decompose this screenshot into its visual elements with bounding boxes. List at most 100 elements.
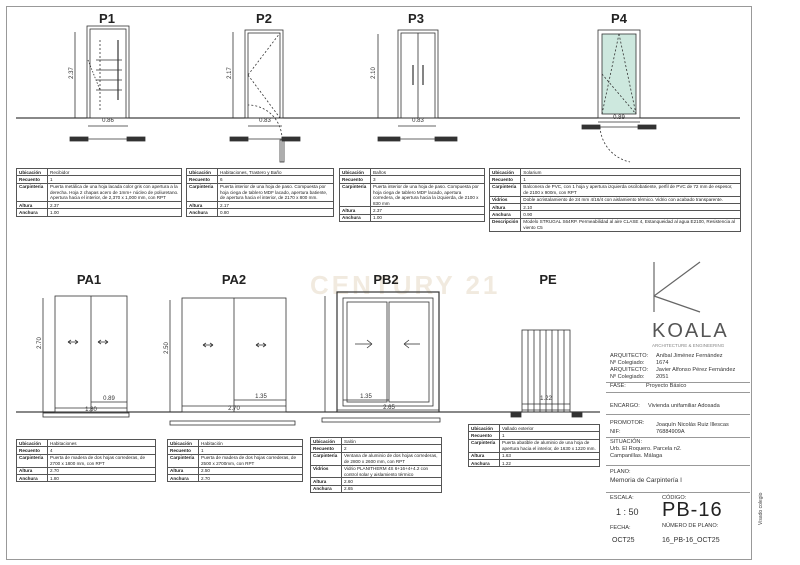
spec-key: Anchura xyxy=(468,459,500,468)
spec-value: 2.37 xyxy=(47,201,182,210)
spec-key: Altura xyxy=(16,201,48,210)
spec-value: 1.22 xyxy=(499,459,600,468)
colegiado-1-label: Nº Colegiado: xyxy=(610,360,645,366)
spec-key: Carpintería xyxy=(468,438,500,453)
spec-value: Habitación xyxy=(198,438,303,448)
spec-value: 1.00 xyxy=(47,208,182,217)
spec-value: Habitaciones xyxy=(47,438,156,448)
dim-width-p1: 0.86 xyxy=(102,118,114,124)
gate-pe-elevation xyxy=(510,329,583,418)
spec-key: Anchura xyxy=(16,474,48,483)
spec-value: 4 xyxy=(47,446,156,455)
spec-key: Vidrios xyxy=(488,195,522,205)
spec-key: Anchura xyxy=(16,208,48,217)
spec-key: Anchura xyxy=(167,474,199,483)
company-logo-subtitle: ARCHITECTURE & ENGINEERING xyxy=(652,343,725,348)
code-value: PB-16 xyxy=(662,499,723,521)
spec-key: Carpintería xyxy=(339,182,371,208)
spec-key: Ubicación xyxy=(16,167,48,177)
spec-value: Puerta interior de una hoja de paso. Com… xyxy=(217,182,334,203)
divider xyxy=(606,392,750,393)
scale-value: 1 : 50 xyxy=(616,507,639,517)
dim-width-p4: 0.89 xyxy=(613,115,625,121)
spec-value: 2.17 xyxy=(217,201,334,210)
divider xyxy=(606,382,750,383)
spec-key: Ubicación xyxy=(488,167,522,177)
divider xyxy=(606,492,750,493)
spec-key: Anchura xyxy=(186,208,218,217)
spec-key: Recuento xyxy=(339,175,371,184)
spec-key: Vidrios xyxy=(310,464,342,479)
spec-value: 1 xyxy=(499,431,600,440)
architect-1-name: Aníbal Jiménez Fernández xyxy=(656,353,723,359)
architect-2-label: ARQUITECTO: xyxy=(610,367,649,373)
spec-key: Recuento xyxy=(167,446,199,455)
door-pa1-elevation xyxy=(42,295,130,418)
spec-key: Ubicación xyxy=(468,423,500,433)
door-title-pa1: PA1 xyxy=(76,272,102,287)
spec-value: 2.65 xyxy=(341,484,442,494)
spec-value: Recibidor xyxy=(47,167,182,177)
code-label: CÓDIGO: xyxy=(662,495,687,501)
spec-value: Baños xyxy=(370,167,485,177)
spec-key: Altura xyxy=(310,477,342,486)
door-title-p1: P1 xyxy=(99,11,115,26)
plan-name: Memoria de Carpintería I xyxy=(610,477,682,484)
spec-value: 2 xyxy=(341,444,442,453)
watermark: CENTURY 21 xyxy=(310,270,501,300)
dim-height-p3: 2.10 xyxy=(370,67,377,79)
spec-value: 3 xyxy=(370,175,485,184)
spec-value: 0.80 xyxy=(217,208,334,217)
spec-key: Recuento xyxy=(488,175,522,184)
scale-label: ESCALA: xyxy=(610,495,634,501)
divider xyxy=(606,465,750,466)
door-title-p2: P2 xyxy=(256,11,272,26)
spec-key: Carpintería xyxy=(167,453,199,468)
door-p3-elevation xyxy=(377,29,458,142)
promoter-label: PROMOTOR: xyxy=(610,420,645,426)
koala-logo-mark xyxy=(653,261,701,313)
window-pb2-elevation xyxy=(321,291,441,423)
location-label: SITUACIÓN: xyxy=(610,439,643,445)
spec-value: Balconera de PVC, con 1 hoja y apertura … xyxy=(520,182,741,197)
spec-key: Ubicación xyxy=(16,438,48,448)
spec-key: Carpintería xyxy=(16,453,48,468)
nif-value: 76884909A xyxy=(656,429,685,435)
company-logo-text: KOALA xyxy=(652,320,729,342)
dim-height-p2: 2.17 xyxy=(226,67,233,79)
spec-value: 1.63 xyxy=(499,451,600,461)
spec-key: Descripción xyxy=(488,217,522,232)
architect-1-label: ARQUITECTO: xyxy=(610,353,649,359)
vertical-side-text: Visado colegio xyxy=(758,492,764,525)
spec-key: Ubicación xyxy=(339,167,371,177)
spec-value: 2.70 xyxy=(47,466,156,476)
colegiado-2-label: Nº Colegiado: xyxy=(610,374,645,380)
title-block: KOALA ARCHITECTURE & ENGINEERING ARQUITE… xyxy=(606,240,750,558)
spec-key: Carpintería xyxy=(310,451,342,466)
spec-value: 2.70 xyxy=(198,474,303,483)
dim-width2-pa1: 0.89 xyxy=(103,396,115,402)
spec-key: Ubicación xyxy=(167,438,199,448)
dim-width-p3: 0.83 xyxy=(412,118,424,124)
spec-key: Carpintería xyxy=(186,182,218,203)
plan-number-label: NÚMERO DE PLANO: xyxy=(662,523,719,529)
spec-key: Carpintería xyxy=(16,182,48,203)
sheet-frame xyxy=(6,6,752,560)
door-pa2-elevation xyxy=(169,297,296,426)
plan-number-value: 16_PB-16_OCT25 xyxy=(662,537,720,544)
dim-height-pa2: 2.50 xyxy=(163,342,170,354)
spec-value: Ventana de aluminio de dos hojas correde… xyxy=(341,451,442,466)
dim-width-p2: 0.83 xyxy=(259,118,271,124)
spec-value: 2.10 xyxy=(520,203,741,212)
promoter-name: Joaquín Nicolás Ruiz Illescas xyxy=(656,422,729,428)
door-title-p4: P4 xyxy=(611,11,627,26)
spec-value: 2.37 xyxy=(370,206,485,215)
door-p4-elevation xyxy=(581,29,657,163)
date-value: OCT25 xyxy=(612,537,635,544)
door-p2-elevation xyxy=(229,29,301,163)
